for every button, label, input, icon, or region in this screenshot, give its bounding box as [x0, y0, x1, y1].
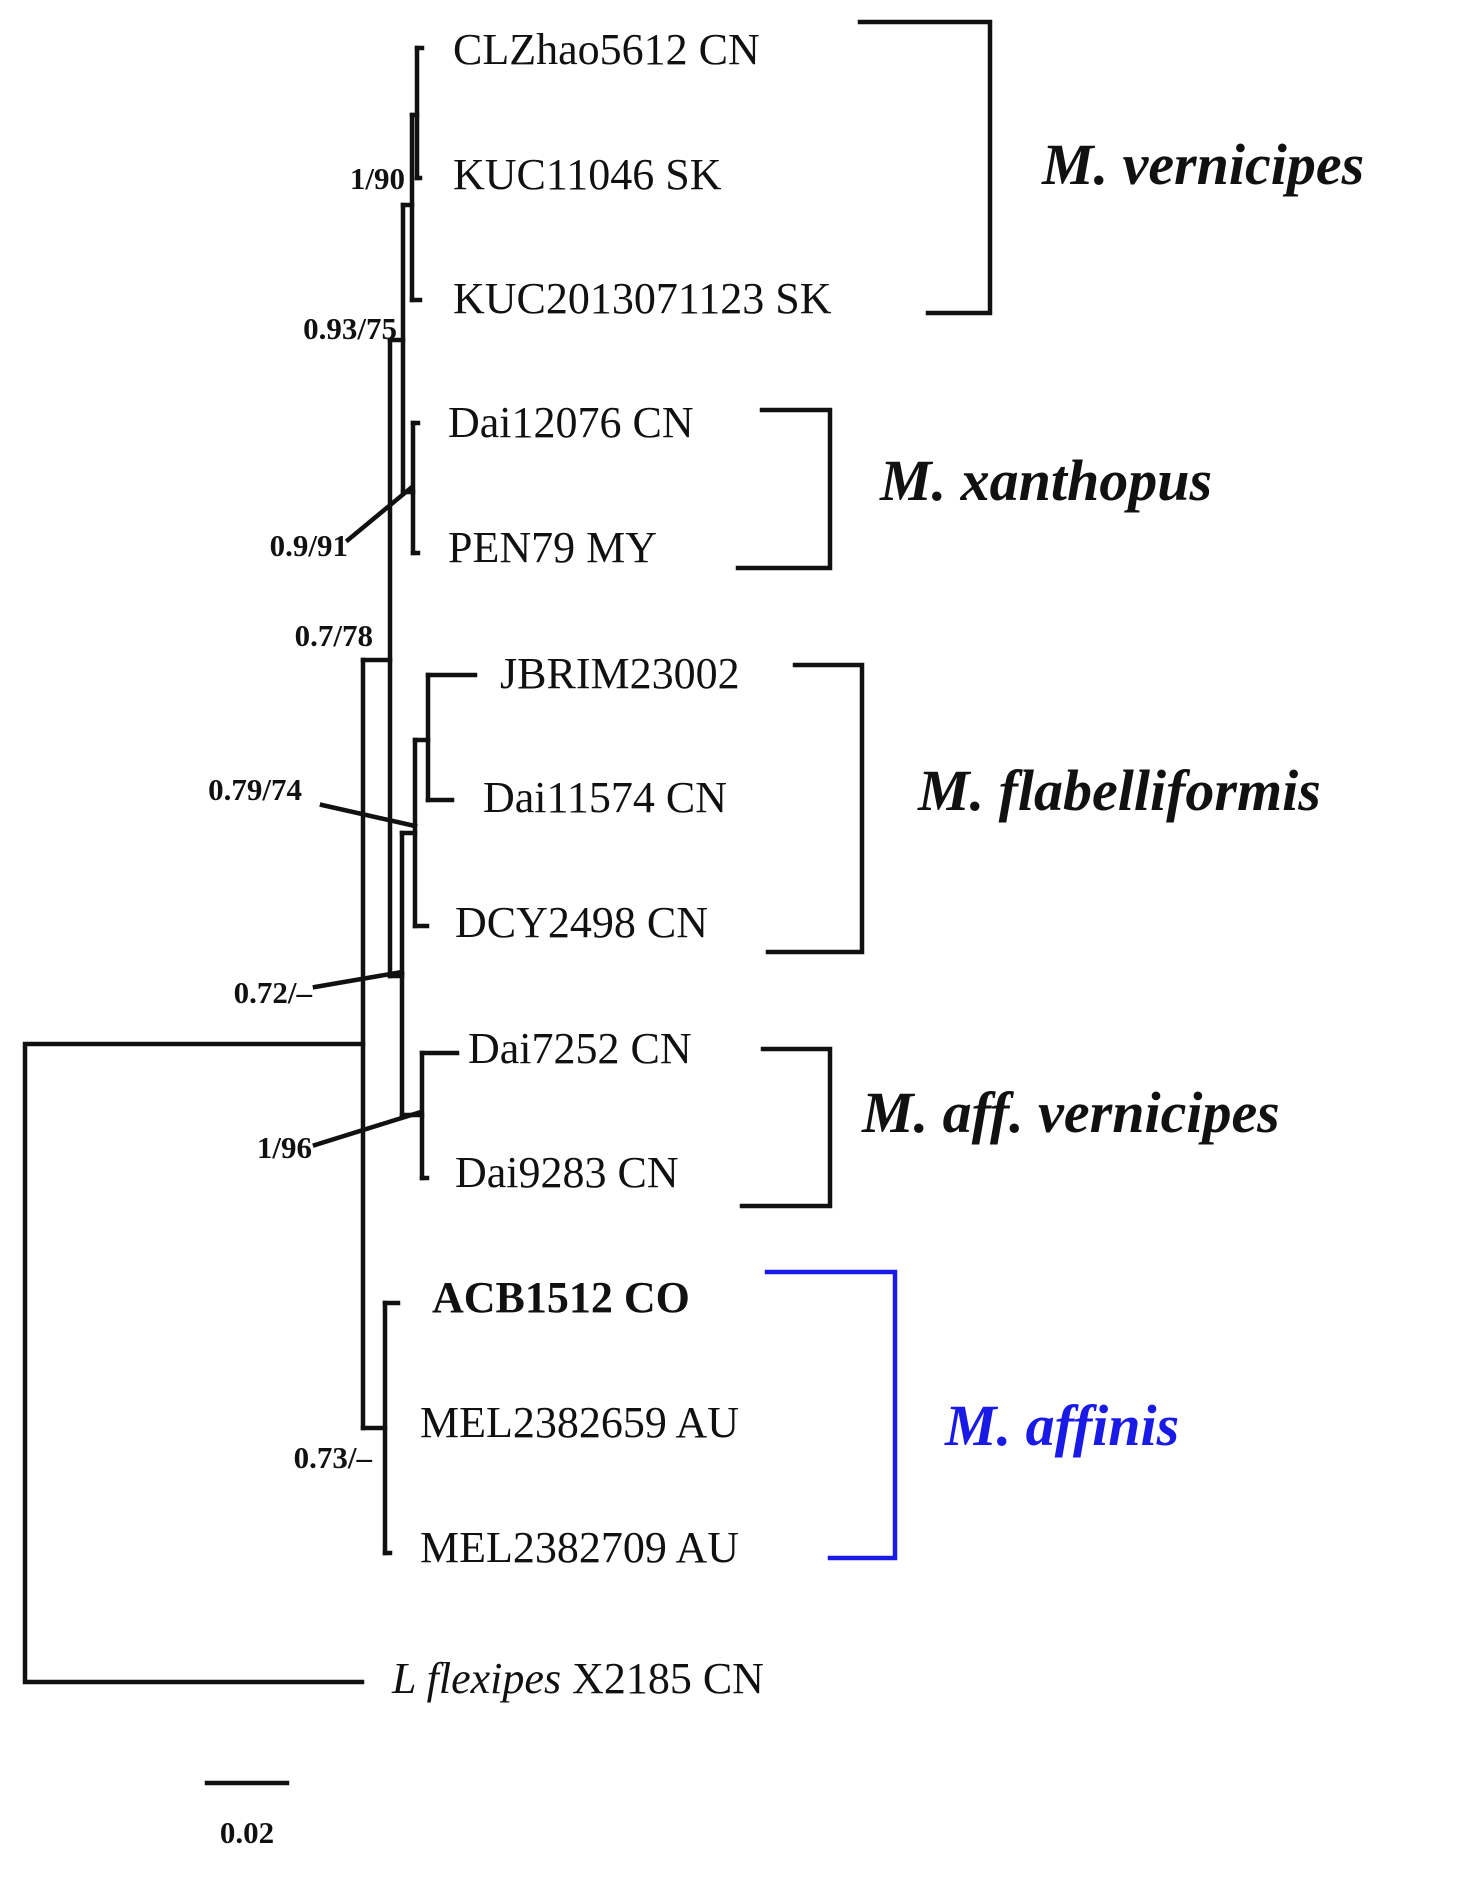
taxon-label: PEN79 MY: [448, 523, 657, 572]
support-value: 0.72/–: [234, 975, 313, 1010]
bracket-vernicipes: [857, 19, 993, 316]
taxon-label: Dai11574 CN: [483, 773, 727, 822]
clade-name: M. vernicipes: [1041, 132, 1364, 197]
outgroup-code: X2185 CN: [561, 1654, 764, 1703]
leader-flab-aff: [312, 969, 405, 990]
taxon-label: CLZhao5612 CN: [453, 25, 760, 74]
clade-name: M. flabelliformis: [917, 758, 1321, 823]
bracket-xanthopus: [735, 407, 833, 571]
taxon-label: Dai9283 CN: [455, 1148, 679, 1197]
taxon-label: DCY2498 CN: [455, 898, 708, 947]
taxon-label: ACB1512 CO: [432, 1273, 690, 1322]
leader-xanthopus: [344, 483, 416, 544]
support-value: 0.9/91: [270, 528, 348, 563]
taxon-label: MEL2382659 AU: [420, 1398, 739, 1447]
clade-name: M. affinis: [944, 1393, 1179, 1458]
scale-bar: 0.02: [204, 1780, 290, 1850]
taxon-label: JBRIM23002: [500, 649, 740, 698]
support-value: 1/96: [257, 1130, 312, 1165]
clade-brackets: [735, 19, 993, 1561]
outgroup-label: L flexipes X2185 CN: [391, 1654, 764, 1703]
root-branch: [22, 1041, 366, 1685]
taxon-label: Dai7252 CN: [468, 1024, 692, 1073]
scale-bar-label: 0.02: [220, 1815, 274, 1850]
bracket-flabelliformis: [765, 662, 865, 955]
clade-name: M. xanthopus: [879, 448, 1212, 513]
support-value: 0.93/75: [303, 311, 397, 346]
clade-name: M. aff. vernicipes: [861, 1080, 1280, 1145]
support-leaders: [312, 483, 424, 1148]
leader-aff-vernicipes: [312, 1109, 424, 1148]
taxon-labels: CLZhao5612 CN KUC11046 SK KUC2013071123 …: [391, 25, 832, 1703]
bracket-aff-vernicipes: [739, 1046, 833, 1209]
clade-names: M. vernicipes M. xanthopus M. flabellifo…: [861, 132, 1364, 1458]
taxon-label: KUC2013071123 SK: [453, 274, 832, 323]
leader-flabelliformis: [319, 802, 418, 829]
support-value: 0.79/74: [208, 772, 302, 807]
taxon-label: Dai12076 CN: [448, 398, 694, 447]
support-value: 0.73/–: [294, 1440, 373, 1475]
tree-branches: [22, 45, 478, 1685]
outgroup-genus: L flexipes: [391, 1654, 561, 1703]
support-values: 1/90 0.93/75 0.9/91 0.7/78 0.79/74 0.72/…: [208, 161, 405, 1475]
taxon-label: KUC11046 SK: [453, 150, 722, 199]
bracket-affinis: [764, 1269, 898, 1561]
taxon-label: MEL2382709 AU: [420, 1523, 739, 1572]
support-value: 0.7/78: [295, 618, 373, 653]
support-value: 1/90: [350, 161, 405, 196]
